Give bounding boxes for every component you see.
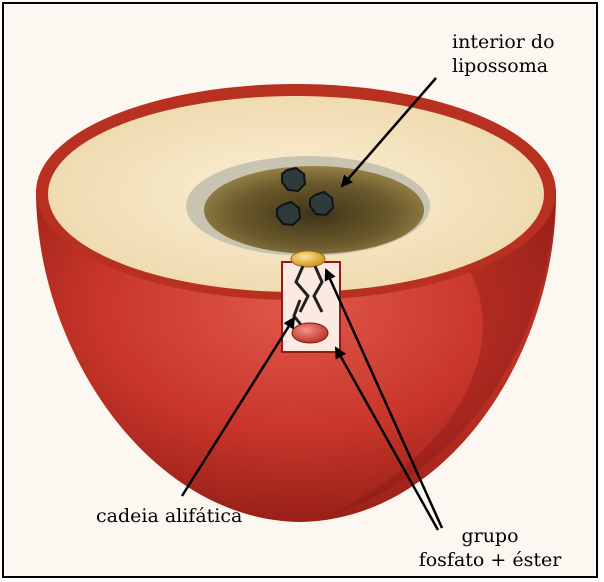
label-grupo-line1: grupo (392, 524, 588, 548)
molecule-icon (282, 168, 305, 191)
upper-head-group (291, 251, 325, 267)
label-interior-line2: lipossoma (452, 54, 582, 78)
label-interior-line1: interior do (452, 30, 582, 54)
phospholipid-detail (282, 251, 340, 352)
lower-head-group (292, 323, 328, 343)
label-grupo-line2: fosfato + éster (392, 548, 588, 572)
label-cadeia: cadeia alifática (96, 504, 242, 528)
label-grupo: grupo fosfato + éster (392, 524, 588, 572)
molecule-icon (310, 192, 333, 215)
molecule-icon (277, 202, 300, 225)
label-interior: interior do lipossoma (452, 30, 582, 78)
